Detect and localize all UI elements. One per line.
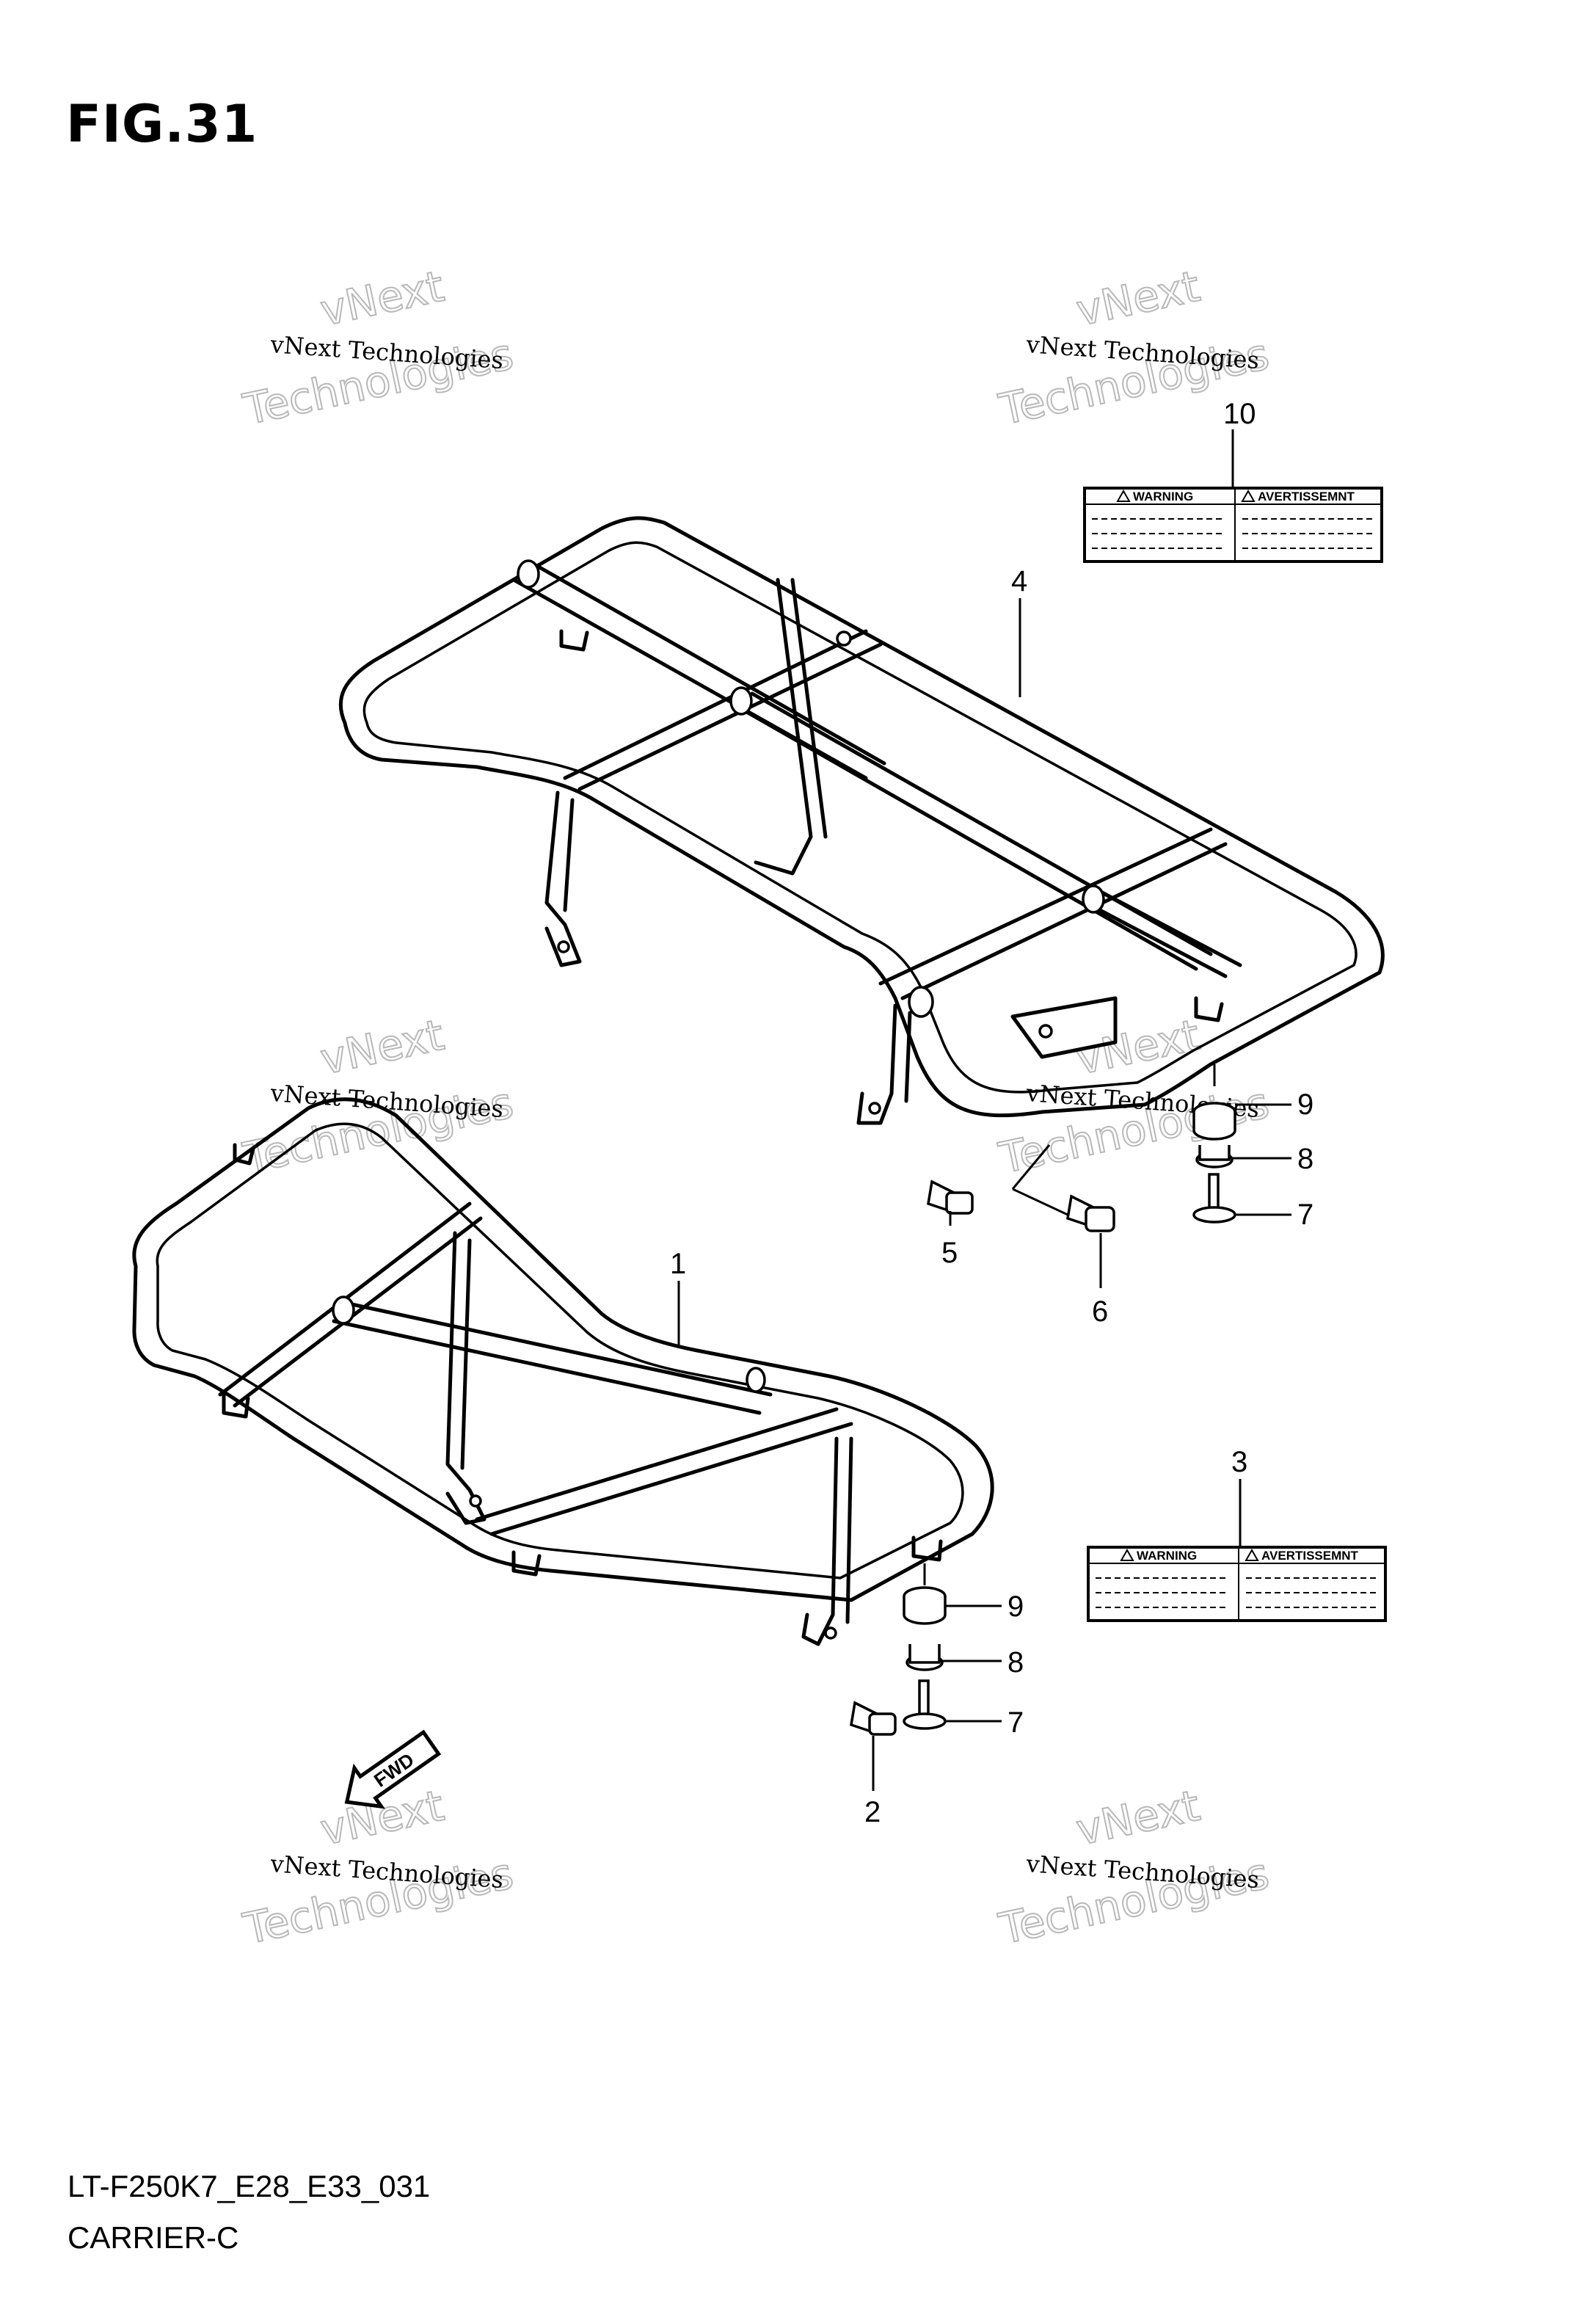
callout-8: 8 xyxy=(1297,1143,1313,1175)
warning-triangle-icon xyxy=(1245,1548,1259,1561)
hardware xyxy=(850,1102,1236,1736)
callout-5: 5 xyxy=(941,1237,958,1269)
collar-icon xyxy=(1195,1145,1234,1168)
callout-9: 9 xyxy=(1007,1591,1024,1623)
warning-triangle-icon xyxy=(1116,489,1131,502)
callout-4: 4 xyxy=(1011,565,1027,597)
callout-7: 7 xyxy=(1297,1199,1313,1231)
watermark-text: vNext xyxy=(1072,261,1204,336)
warning-triangle-icon xyxy=(1120,1548,1134,1561)
callout-numbers: 10 4 9 8 7 5 6 1 3 9 8 7 2 xyxy=(670,398,1313,1828)
callout-6: 6 xyxy=(1092,1295,1108,1328)
watermark-text: vNext xyxy=(316,261,448,336)
watermark-text: vNext xyxy=(1072,1781,1204,1855)
screw-icon xyxy=(903,1679,947,1730)
bolt-icon xyxy=(1066,1194,1115,1232)
label-heading-left: WARNING xyxy=(1137,1549,1197,1563)
watermark-text: vNext xyxy=(316,1010,448,1085)
figure-title: FIG.31 xyxy=(66,94,258,154)
bolt-icon xyxy=(927,1179,974,1215)
figure-name: CARRIER-C xyxy=(68,2220,239,2255)
callout-10: 10 xyxy=(1223,398,1256,430)
rear-carrier-frame xyxy=(338,516,1385,1125)
bolt-icon xyxy=(850,1701,897,1736)
callout-1: 1 xyxy=(670,1248,686,1280)
label-heading-left: WARNING xyxy=(1133,490,1193,504)
warning-triangle-icon xyxy=(1241,489,1256,502)
label-heading-right: AVERTISSEMNT xyxy=(1258,490,1355,504)
callout-8: 8 xyxy=(1007,1646,1024,1679)
warning-label-10: WARNING AVERTISSEMNT xyxy=(1083,487,1383,563)
callout-7: 7 xyxy=(1007,1706,1024,1739)
rubber-grommet-icon xyxy=(903,1586,947,1625)
leader-lines xyxy=(677,429,1291,1791)
label-heading-right: AVERTISSEMNT xyxy=(1261,1549,1359,1563)
front-carrier-frame xyxy=(132,1097,994,1646)
callout-9: 9 xyxy=(1297,1088,1313,1121)
warning-label-3: WARNING AVERTISSEMNT xyxy=(1087,1546,1387,1622)
callout-2: 2 xyxy=(864,1796,881,1828)
screw-icon xyxy=(1192,1173,1236,1224)
collar-icon xyxy=(906,1644,944,1671)
rubber-grommet-icon xyxy=(1192,1102,1236,1141)
callout-3: 3 xyxy=(1231,1446,1247,1478)
figure-code: LT-F250K7_E28_E33_031 xyxy=(68,2169,431,2203)
